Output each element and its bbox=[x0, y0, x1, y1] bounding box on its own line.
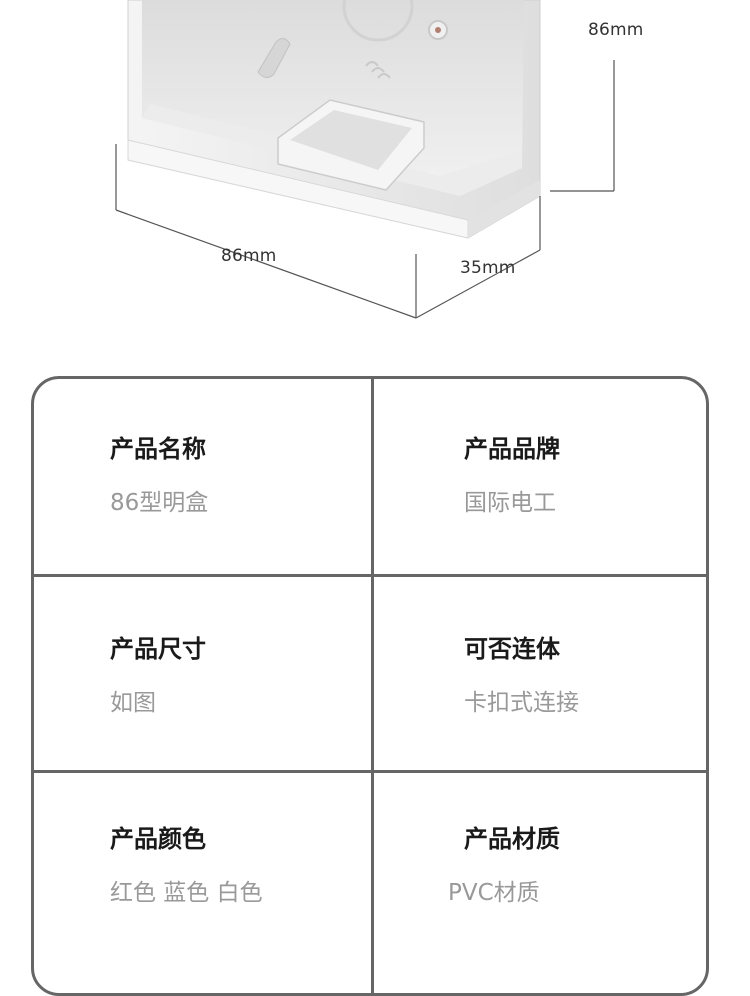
spec-value: 86型明盒 bbox=[110, 490, 209, 516]
height-dimension-label: 86mm bbox=[588, 20, 644, 40]
depth-dimension-label: 35mm bbox=[460, 258, 516, 278]
product-box-illustration bbox=[115, 0, 615, 319]
logo-mark bbox=[365, 61, 391, 79]
spec-value: 红色 蓝色 白色 bbox=[110, 880, 263, 906]
spec-value: PVC材质 bbox=[448, 880, 540, 906]
spec-table: 产品名称 86型明盒 产品品牌 国际电工 产品尺寸 如图 可否连体 卡扣式连接 … bbox=[31, 376, 709, 996]
spec-label: 产品颜色 bbox=[110, 825, 206, 853]
spec-label: 产品品牌 bbox=[464, 435, 560, 463]
spec-label: 产品材质 bbox=[464, 825, 560, 853]
spec-cell-connectable: 可否连体 卡扣式连接 bbox=[464, 634, 579, 718]
spec-cell-size: 产品尺寸 如图 bbox=[110, 634, 206, 718]
spec-value: 如图 bbox=[110, 690, 156, 716]
mounting-slot bbox=[257, 38, 291, 78]
spec-cell-material: 产品材质 PVC材质 bbox=[448, 824, 560, 908]
knockout-circle bbox=[342, 0, 414, 42]
table-divider-row-1 bbox=[34, 574, 706, 577]
spec-cell-color: 产品颜色 红色 蓝色 白色 bbox=[110, 824, 263, 908]
table-divider-vertical bbox=[371, 379, 374, 993]
spec-label: 产品尺寸 bbox=[110, 635, 206, 663]
width-dimension-label: 86mm bbox=[221, 246, 277, 266]
spec-value: 卡扣式连接 bbox=[464, 690, 579, 716]
box-side-lip bbox=[468, 180, 540, 238]
spec-cell-brand: 产品品牌 国际电工 bbox=[464, 434, 560, 518]
spec-label: 产品名称 bbox=[110, 435, 206, 463]
box-inner-back bbox=[142, 0, 524, 196]
table-divider-row-2 bbox=[34, 770, 706, 773]
spec-label: 可否连体 bbox=[464, 635, 560, 663]
spec-value: 国际电工 bbox=[464, 490, 556, 516]
dimension-lines bbox=[115, 60, 615, 319]
spec-cell-product-name: 产品名称 86型明盒 bbox=[110, 434, 208, 518]
